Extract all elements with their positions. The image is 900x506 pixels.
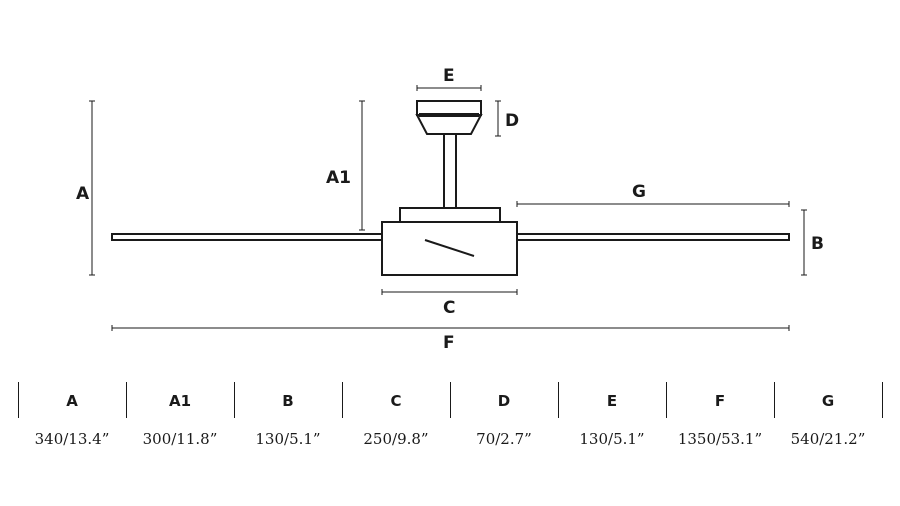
dim-line-g xyxy=(516,201,790,207)
table-separator xyxy=(126,382,127,418)
table-column-g: G 540/21.2” xyxy=(774,382,882,462)
down-rod xyxy=(443,133,457,209)
table-column-b: B 130/5.1” xyxy=(234,382,342,462)
label-d: D xyxy=(505,111,519,131)
dim-line-a1 xyxy=(359,100,365,231)
label-f: F xyxy=(443,333,455,353)
dimension-table: A 340/13.4” A1 300/11.8” B 130/5.1” C 25… xyxy=(18,382,884,462)
table-header: G xyxy=(821,392,835,410)
table-separator xyxy=(450,382,451,418)
table-header: E xyxy=(606,392,618,410)
table-value: 540/21.2” xyxy=(790,430,866,448)
canopy xyxy=(415,100,483,135)
motor-housing xyxy=(381,221,518,276)
table-value: 340/13.4” xyxy=(34,430,110,448)
dim-line-b xyxy=(801,209,807,276)
table-value: 300/11.8” xyxy=(142,430,218,448)
table-separator xyxy=(18,382,19,418)
table-header: A xyxy=(66,392,78,410)
table-column-c: C 250/9.8” xyxy=(342,382,450,462)
fan-dimension-diagram: A A1 E D G B C F xyxy=(76,66,824,353)
table-column-a1: A1 300/11.8” xyxy=(126,382,234,462)
label-a: A xyxy=(76,184,90,204)
table-value: 1350/53.1” xyxy=(677,430,763,448)
table-separator xyxy=(342,382,343,418)
table-separator xyxy=(558,382,559,418)
dim-line-f xyxy=(111,325,790,331)
label-g: G xyxy=(632,182,646,202)
table-value: 130/5.1” xyxy=(255,430,321,448)
motor-top xyxy=(399,207,501,223)
table-column-d: D 70/2.7” xyxy=(450,382,558,462)
table-column-a: A 340/13.4” xyxy=(18,382,126,462)
left-blade xyxy=(111,233,383,241)
table-separator xyxy=(774,382,775,418)
label-a1: A1 xyxy=(326,168,351,188)
dim-line-e xyxy=(416,85,482,91)
dim-line-d xyxy=(495,100,501,137)
table-column-e: E 130/5.1” xyxy=(558,382,666,462)
dim-line-a xyxy=(89,100,95,276)
label-b: B xyxy=(811,234,824,254)
table-header: A1 xyxy=(168,392,192,410)
label-e: E xyxy=(443,66,455,86)
table-separator xyxy=(234,382,235,418)
dim-line-c xyxy=(381,289,518,295)
table-value: 130/5.1” xyxy=(579,430,645,448)
label-c: C xyxy=(443,298,455,318)
table-separator xyxy=(666,382,667,418)
table-value: 70/2.7” xyxy=(476,430,532,448)
table-column-f: F 1350/53.1” xyxy=(666,382,774,462)
table-header: B xyxy=(282,392,294,410)
table-separator xyxy=(882,382,883,418)
table-header: F xyxy=(714,392,726,410)
right-blade xyxy=(516,233,790,241)
table-header: C xyxy=(390,392,402,410)
table-header: D xyxy=(497,392,511,410)
table-value: 250/9.8” xyxy=(363,430,429,448)
